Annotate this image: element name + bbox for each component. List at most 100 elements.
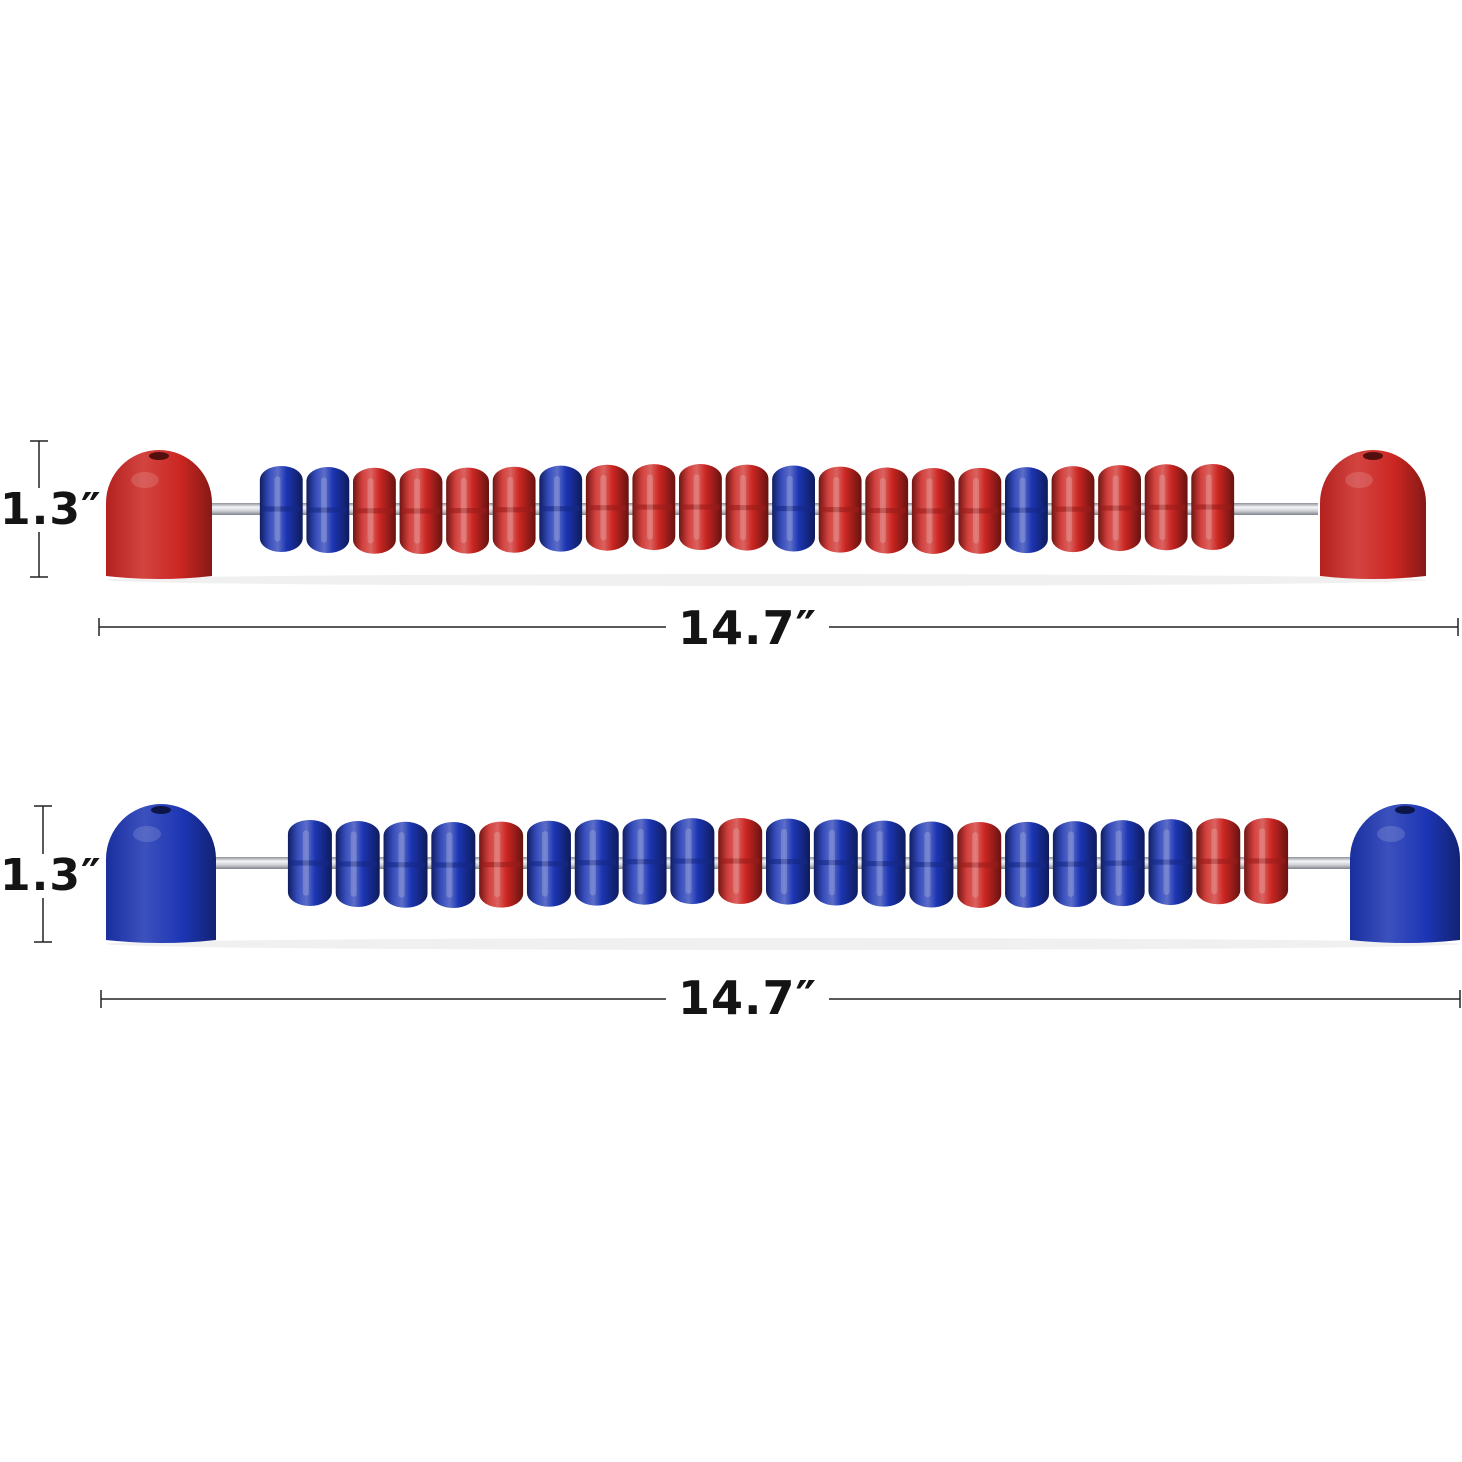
bead-groove [1007,507,1046,513]
height-label-top: 1.3″ [0,484,102,535]
bead [1052,821,1097,908]
bead-groove [914,508,953,514]
bead-highlight [926,478,933,544]
bead [383,821,428,908]
bead-groove [821,507,859,513]
bead-groove [290,860,330,866]
bead [479,821,524,908]
bead-highlight [1020,832,1027,898]
bead [259,466,303,552]
bead-highlight [1205,474,1212,540]
bead [287,820,332,906]
bead [865,467,909,554]
bead-groove [1193,504,1232,510]
bead-groove [577,860,617,866]
bead-highlight [1019,477,1026,543]
bead-groove [1246,858,1286,864]
bead-groove [768,859,808,865]
bead [1098,465,1141,552]
bead-groove [959,862,999,868]
bead-groove [495,507,533,513]
bead [670,818,715,905]
bead-highlight [876,830,883,897]
bead-groove [1198,858,1238,864]
bead-highlight [589,830,596,896]
floor-shadow [106,938,1460,950]
bead-highlight [786,475,793,542]
right-cap-highlight [1345,472,1373,488]
bead-groove [262,506,301,512]
bead-groove [541,506,580,512]
bead [909,821,954,908]
right-end-cap [1320,450,1426,579]
bead [585,464,629,551]
bead-groove [728,505,766,511]
bead-highlight [302,830,310,896]
bead-highlight [973,478,980,544]
bead-highlight [733,828,740,894]
bead-groove [1151,859,1190,865]
bead-groove [402,508,440,514]
width-label-bottom: 14.7″ [666,975,830,1021]
bead [632,464,676,551]
bead [306,467,350,554]
bead-highlight [1067,831,1074,897]
bead-highlight [685,828,692,894]
width-label-top: 14.7″ [666,605,830,651]
bead [399,467,443,554]
bead-groove [1054,506,1092,512]
height-label-bottom: 1.3″ [0,850,102,901]
right-end-cap [1350,804,1460,943]
bead-highlight [507,477,514,543]
bead [725,464,769,551]
bead-highlight [446,832,453,898]
bead-highlight [828,829,835,896]
bead [679,464,722,551]
bead-highlight [833,476,840,543]
bead-highlight [321,477,328,543]
left-end-cap [106,804,216,943]
bead-highlight [924,831,931,898]
floor-shadow [106,574,1426,586]
left-cap-highlight [133,826,161,842]
bead [772,465,815,552]
bead [911,467,955,554]
bead-groove [529,861,569,867]
bead-highlight [414,478,421,544]
bead-groove [681,504,720,510]
bead-highlight [740,474,747,541]
bead-highlight [494,831,501,898]
bead-groove [309,507,347,513]
bead-highlight [637,829,644,895]
bead-highlight [1163,829,1170,895]
bead-groove [867,507,906,514]
bead [1005,467,1048,554]
bead [1051,466,1095,553]
bead [622,818,667,905]
bead [1144,464,1188,551]
bead-groove [720,858,760,864]
left-cap-hole [149,452,169,460]
bead-groove [774,505,813,512]
bead-groove [355,508,394,514]
bead-highlight [398,832,405,898]
bead [861,820,906,907]
bead-groove [386,862,425,868]
bead [574,819,619,906]
bead-highlight [972,832,979,898]
bead [446,467,489,554]
bead [766,818,810,905]
bead-groove [1147,504,1185,510]
right-cap-highlight [1377,826,1405,842]
bead [492,466,536,553]
bead [1148,819,1193,906]
bead-groove [961,508,999,514]
bead-groove [1100,505,1139,511]
left-cap-highlight [131,472,159,488]
bead [1191,464,1235,550]
bead [1100,820,1145,907]
bead-highlight [780,828,788,895]
bead [957,821,1002,908]
bead-groove [1103,860,1143,866]
